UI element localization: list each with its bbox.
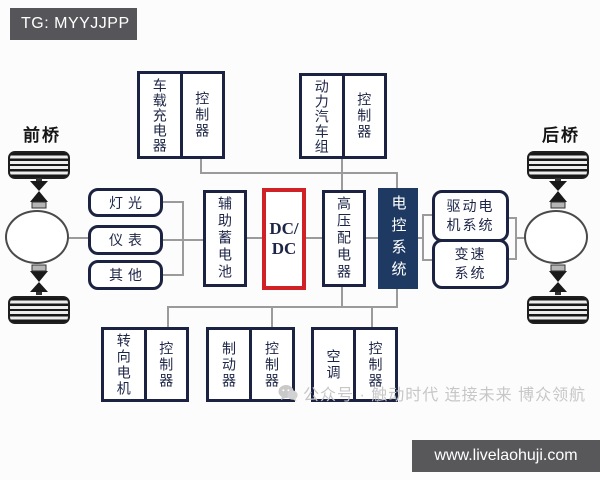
- box-aux-battery: 辅助蓄电池: [203, 190, 247, 287]
- steering-motor-label: 转向电机: [115, 332, 132, 397]
- connector-line: [515, 237, 525, 239]
- connector-line: [305, 237, 323, 239]
- connector-line: [422, 214, 433, 216]
- box-dcdc-converter: DC/ DC: [262, 188, 306, 290]
- front-differential: [5, 210, 69, 264]
- connector-line: [396, 289, 398, 308]
- box-power-battery-pack: 动力汽车组 控制器: [299, 73, 387, 159]
- axle-joint: [549, 264, 567, 295]
- telegram-badge: TG: MYYJJPP: [10, 8, 137, 40]
- instruments-label: 仪表: [109, 232, 147, 248]
- connector-line: [365, 237, 379, 239]
- brake-label: 制动器: [221, 340, 237, 389]
- steering-controller-label: 控制器: [158, 340, 175, 389]
- connector-line: [200, 159, 202, 174]
- front-wheel-top: [8, 151, 70, 179]
- box-transmission-system: 变速 系统: [432, 239, 509, 289]
- power-battery-pack-controller-label: 控制器: [356, 92, 373, 140]
- rear-wheel-top: [527, 151, 589, 179]
- ecu-system-label: 电控系统: [389, 194, 407, 283]
- axle-joint: [30, 264, 48, 295]
- watermark: 公众号 · 触动时代 连接未来 博众领航: [278, 381, 586, 405]
- box-drive-motor-system: 驱动电 机系统: [432, 190, 509, 242]
- connector-line: [271, 306, 273, 327]
- connector-line: [69, 237, 89, 239]
- box-instruments: 仪表: [88, 225, 163, 255]
- connector-line: [200, 172, 398, 174]
- box-others: 其他: [88, 260, 163, 290]
- others-label: 其他: [109, 267, 147, 283]
- air-conditioner-label: 空调: [325, 348, 342, 381]
- connector-line: [182, 201, 184, 276]
- front-wheel-bottom: [8, 296, 70, 324]
- connector-line: [341, 287, 343, 308]
- air-conditioner-controller-label: 控制器: [367, 340, 384, 389]
- drive-motor-system-label: 驱动电 机系统: [446, 198, 495, 233]
- onboard-charger-controller-label: 控制器: [194, 91, 211, 139]
- watermark-text: 公众号 · 触动时代 连接未来 博众领航: [303, 387, 587, 404]
- front-axle-label: 前桥: [23, 126, 61, 145]
- brake-controller-label: 控制器: [264, 340, 280, 389]
- onboard-charger-label: 车载充电器: [151, 77, 168, 153]
- box-onboard-charger: 车载充电器 控制器: [137, 71, 225, 159]
- connector-line: [341, 159, 343, 191]
- aux-battery-label: 辅助蓄电池: [217, 196, 233, 281]
- box-air-conditioner: 空调 控制器: [311, 327, 398, 402]
- box-hv-distribution: 高压配电器: [322, 190, 366, 287]
- connector-line: [371, 306, 373, 327]
- connector-line: [167, 306, 398, 308]
- connector-line: [396, 172, 398, 189]
- connector-line: [163, 201, 184, 203]
- rear-axle-label: 后桥: [542, 126, 580, 145]
- axle-joint: [549, 178, 567, 209]
- axle-joint: [30, 178, 48, 209]
- footer-url: www.livelaohuji.com: [434, 447, 578, 464]
- dcdc-label: DC/ DC: [269, 218, 299, 258]
- connector-line: [507, 217, 517, 219]
- connector-line: [507, 258, 517, 260]
- connector-line: [247, 237, 263, 239]
- transmission-system-label: 变速 系统: [454, 246, 487, 281]
- connector-line: [417, 237, 424, 239]
- telegram-badge-text: TG: MYYJJPP: [21, 15, 130, 32]
- connector-line: [422, 259, 433, 261]
- connector-line: [167, 306, 169, 327]
- connector-line: [422, 214, 424, 261]
- lights-label: 灯光: [109, 194, 147, 211]
- box-ecu-system: 电控系统: [378, 188, 418, 289]
- rear-differential: [524, 210, 588, 264]
- power-battery-pack-label: 动力汽车组: [313, 78, 330, 154]
- box-steering-motor: 转向电机 控制器: [101, 327, 189, 402]
- hv-distribution-label: 高压配电器: [336, 196, 352, 281]
- wechat-icon: [278, 385, 298, 402]
- connector-line: [163, 274, 184, 276]
- box-lights: 灯光: [88, 188, 163, 217]
- footer-url-bar: www.livelaohuji.com: [412, 440, 600, 472]
- rear-wheel-bottom: [527, 296, 589, 324]
